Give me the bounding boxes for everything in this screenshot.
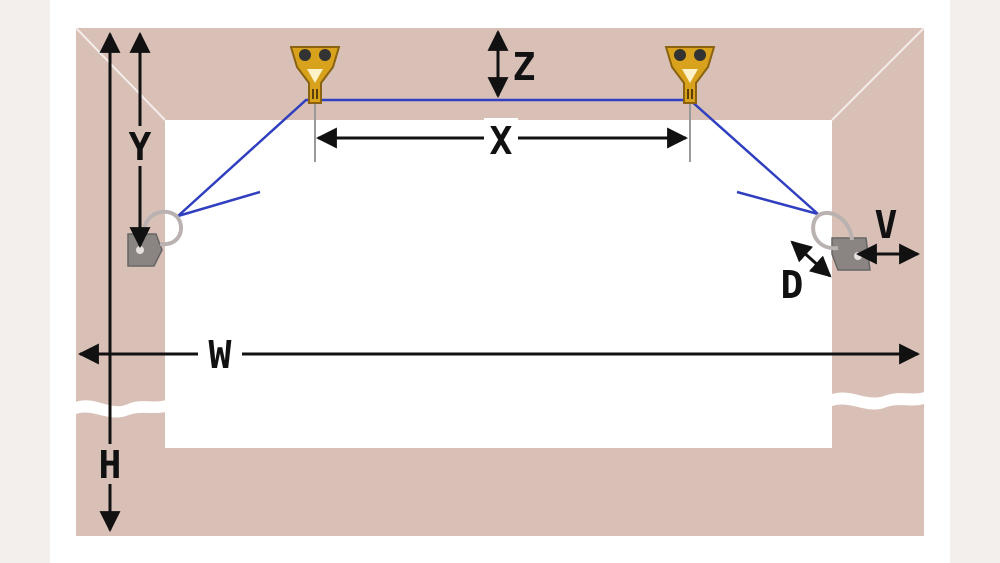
right-margin xyxy=(950,0,1000,563)
label-z: Z xyxy=(513,45,536,89)
picture-canvas xyxy=(165,120,832,448)
label-y: Y xyxy=(129,125,152,169)
picture-hook-icon xyxy=(289,46,341,104)
left-margin xyxy=(0,0,50,563)
dimension-d-arrow xyxy=(790,240,832,278)
label-h: H xyxy=(99,443,122,487)
label-w: W xyxy=(209,333,232,377)
label-bg-h xyxy=(96,444,124,484)
corner-bevel-right xyxy=(831,27,925,121)
break-line-right xyxy=(832,392,924,410)
label-x: X xyxy=(490,119,513,163)
picture-hook-icon xyxy=(664,46,716,104)
label-d: D xyxy=(781,263,804,307)
wire-tail-right xyxy=(736,190,819,216)
break-line-left xyxy=(76,400,166,418)
label-bg-x xyxy=(484,118,518,158)
hanging-wire xyxy=(177,98,819,217)
wire-tail-left xyxy=(177,190,261,218)
label-bg-y xyxy=(126,126,154,166)
label-bg-w xyxy=(198,334,242,374)
label-v: V xyxy=(875,203,898,247)
